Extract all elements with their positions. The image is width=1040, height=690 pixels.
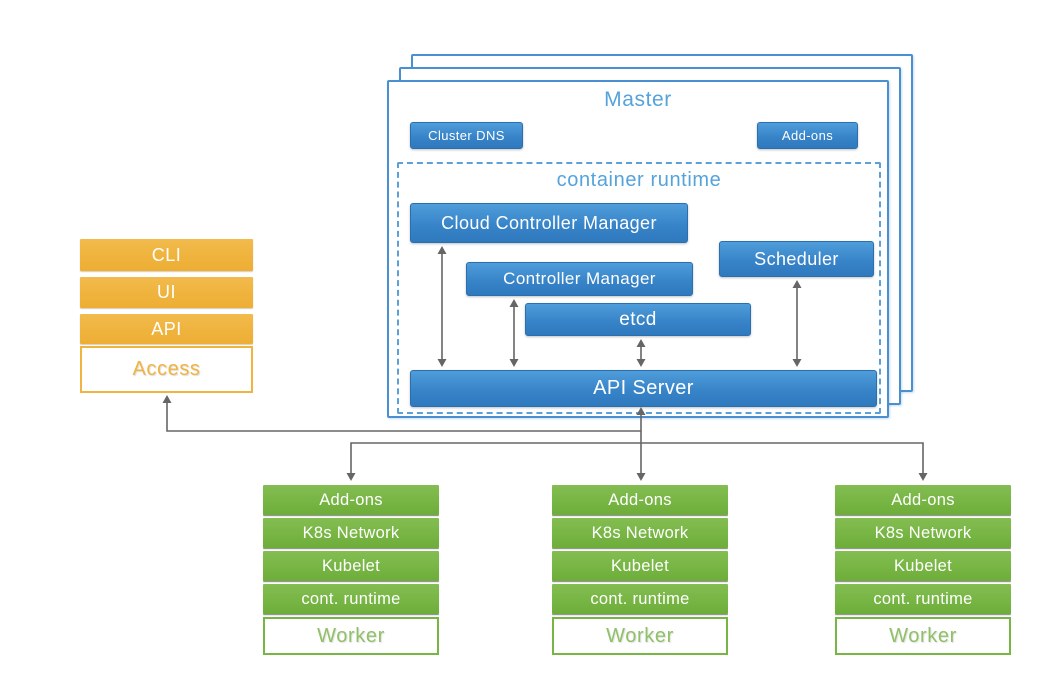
controller-manager-box: Controller Manager [466, 262, 693, 296]
worker-row-cont-runtime: cont. runtime [552, 584, 728, 614]
worker-row-k8s-network: K8s Network [552, 518, 728, 548]
worker-row-addons: Add-ons [552, 485, 728, 515]
access-item-cli: CLI [80, 239, 253, 271]
master-title: Master [604, 88, 672, 111]
access-title: Access [80, 346, 253, 393]
access-item-api: API [80, 314, 253, 344]
worker-row-k8s-network: K8s Network [263, 518, 439, 548]
worker-row-cont-runtime: cont. runtime [263, 584, 439, 614]
arrow-apiserver-workers [350, 442, 924, 474]
worker-node-1: Add-ons K8s Network Kubelet cont. runtim… [263, 485, 439, 655]
worker-row-k8s-network: K8s Network [835, 518, 1011, 548]
cluster-dns-box: Cluster DNS [410, 122, 523, 149]
api-server-box: API Server [410, 370, 877, 407]
worker-row-kubelet: Kubelet [263, 551, 439, 581]
worker-title: Worker [835, 617, 1011, 655]
access-stack: CLI UI API Access [80, 239, 253, 393]
cloud-controller-manager-box: Cloud Controller Manager [410, 203, 688, 243]
worker-row-addons: Add-ons [835, 485, 1011, 515]
worker-node-3: Add-ons K8s Network Kubelet cont. runtim… [835, 485, 1011, 655]
worker-node-2: Add-ons K8s Network Kubelet cont. runtim… [552, 485, 728, 655]
etcd-box: etcd [525, 303, 751, 336]
worker-row-kubelet: Kubelet [835, 551, 1011, 581]
worker-row-cont-runtime: cont. runtime [835, 584, 1011, 614]
worker-title: Worker [552, 617, 728, 655]
worker-row-addons: Add-ons [263, 485, 439, 515]
scheduler-box: Scheduler [719, 241, 874, 277]
master-addons-box: Add-ons [757, 122, 858, 149]
container-runtime-title: container runtime [556, 169, 722, 191]
access-item-ui: UI [80, 277, 253, 308]
worker-row-kubelet: Kubelet [552, 551, 728, 581]
worker-title: Worker [263, 617, 439, 655]
